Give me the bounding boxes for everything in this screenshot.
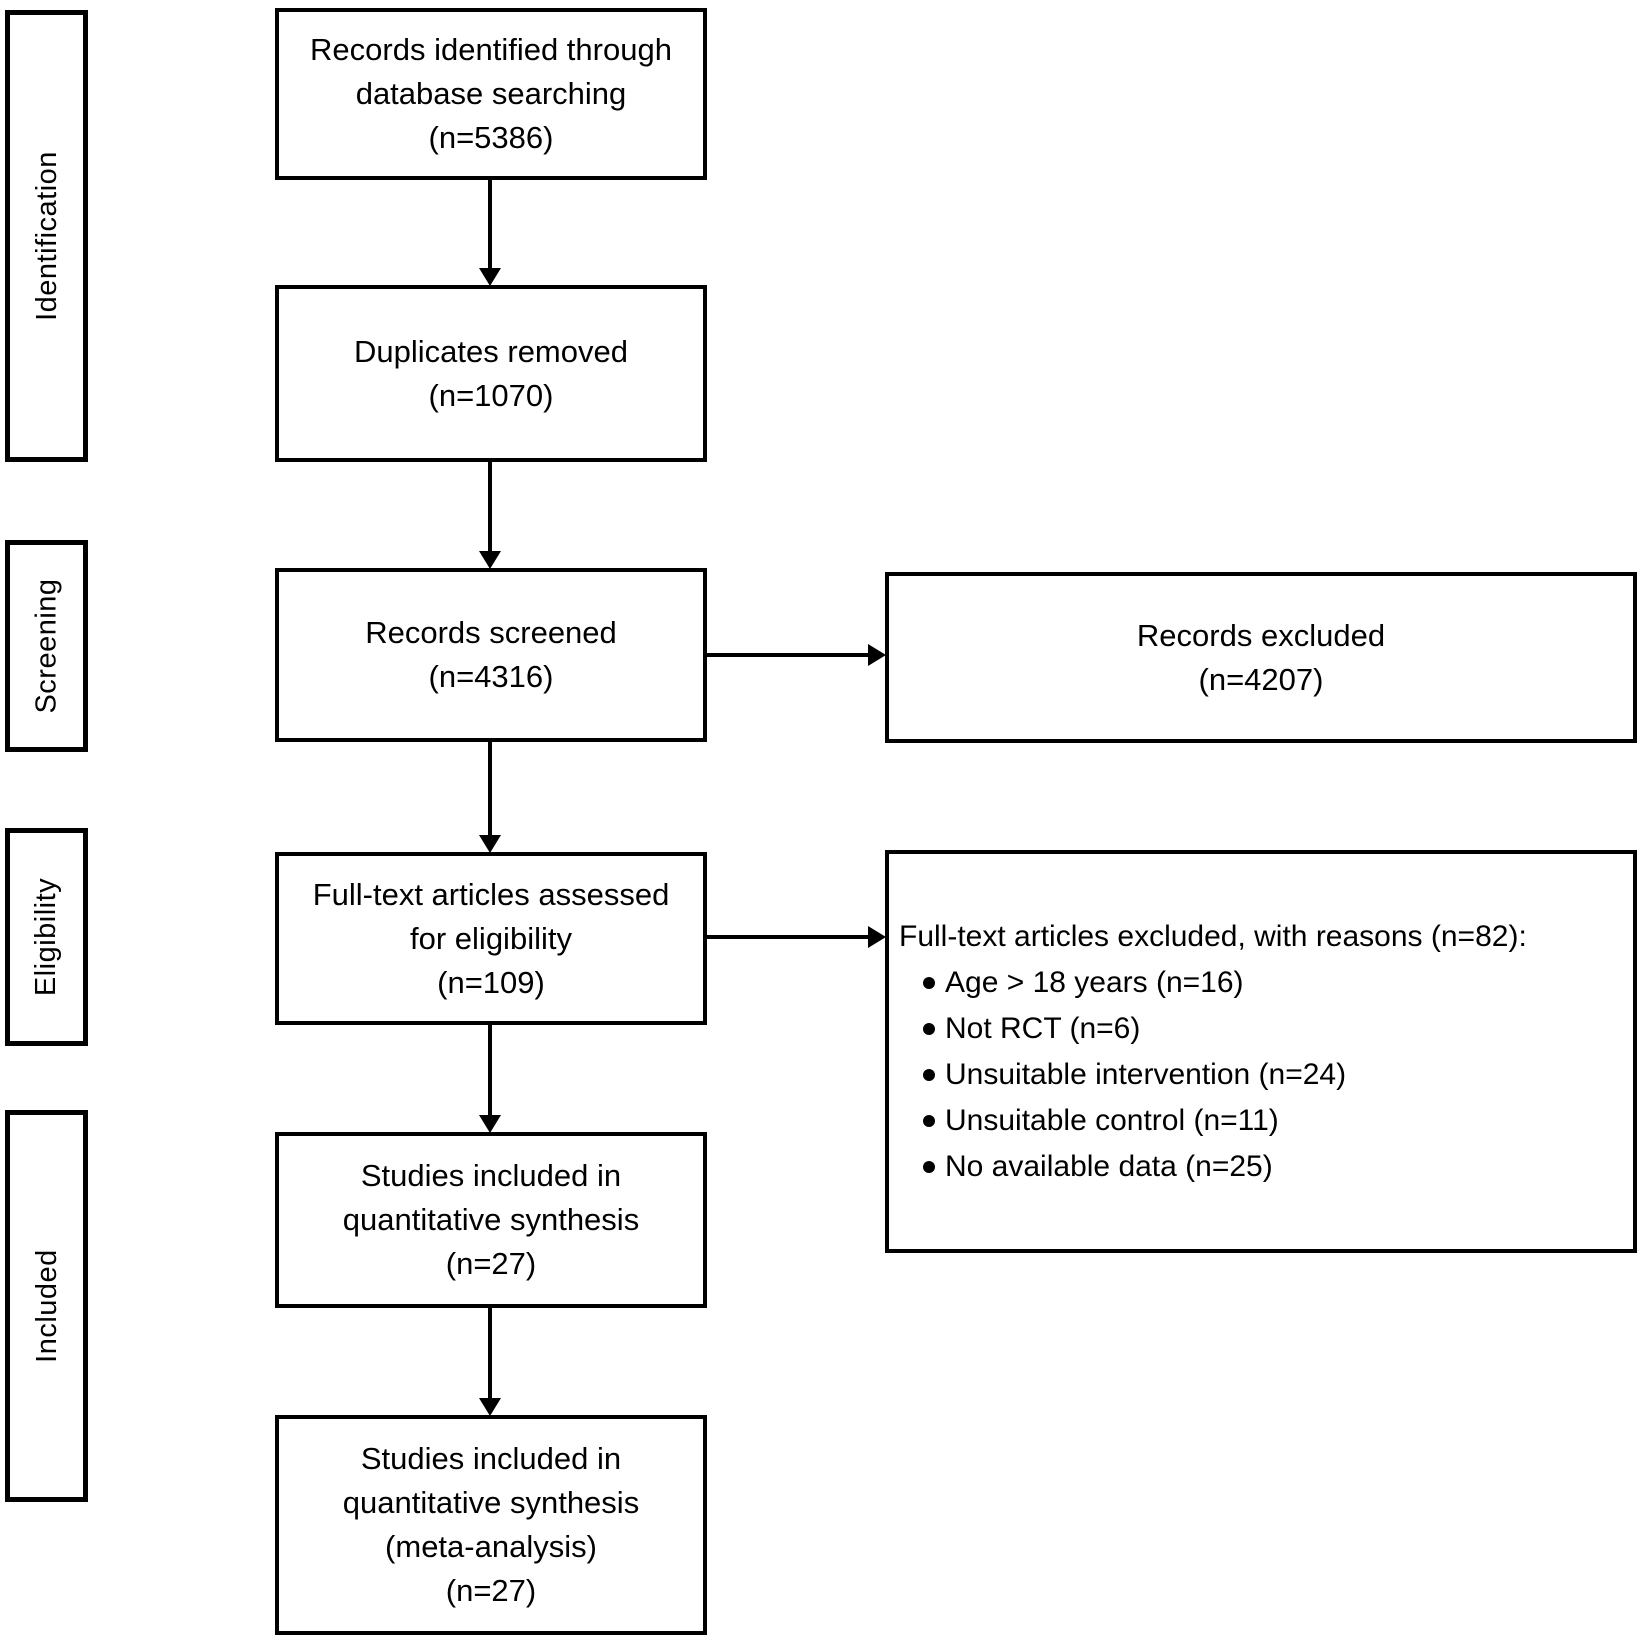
- box-studies-included-quantitative-count: (n=27): [445, 1246, 537, 1281]
- exclusion-reason: Age > 18 years (n=16): [923, 960, 1244, 1006]
- box-studies-included-quantitative-line: Studies included in: [360, 1158, 622, 1193]
- arrow-down-icon: [479, 551, 501, 569]
- exclusion-reason-text: Not RCT (n=6): [945, 1011, 1141, 1045]
- arrow-shaft: [707, 935, 869, 939]
- exclusion-reason-text: Age > 18 years (n=16): [945, 965, 1244, 999]
- arrow-down-icon: [479, 268, 501, 286]
- box-full-text-assessed-count: (n=109): [437, 964, 545, 1000]
- arrow-quantitative-to-meta: [479, 1308, 501, 1416]
- exclusion-reason: No available data (n=25): [923, 1144, 1273, 1190]
- exclusion-reason: Unsuitable control (n=11): [923, 1098, 1279, 1144]
- bullet-icon: [923, 1068, 935, 1081]
- box-full-text-assessed: Full-text articles assessed for eligibil…: [275, 852, 707, 1025]
- arrow-identified-to-duplicates: [479, 180, 501, 286]
- exclusion-reason: Unsuitable intervention (n=24): [923, 1052, 1346, 1098]
- exclusion-reason-text: Unsuitable control (n=11): [945, 1103, 1279, 1137]
- stage-identification-label: Identification: [30, 151, 63, 321]
- arrow-screened-to-excluded: [707, 644, 886, 666]
- arrow-shaft: [488, 462, 492, 552]
- box-studies-included-meta-analysis-count: (n=27): [445, 1573, 537, 1608]
- stage-eligibility-label: Eligibility: [30, 877, 63, 997]
- arrow-fulltext-to-quantitative: [479, 1025, 501, 1133]
- arrow-screened-to-fulltext: [479, 742, 501, 853]
- box-duplicates-removed: Duplicates removed (n=1070): [275, 285, 707, 462]
- box-records-screened-line: Records screened: [365, 615, 617, 650]
- box-records-identified-count: (n=5386): [428, 120, 554, 155]
- arrow-down-icon: [479, 1115, 501, 1133]
- box-records-identified: Records identified through database sear…: [275, 8, 707, 180]
- box-duplicates-removed-line: Duplicates removed: [354, 333, 628, 369]
- arrow-shaft: [707, 653, 869, 657]
- box-records-excluded-count: (n=4207): [1198, 661, 1324, 697]
- box-full-text-assessed-line: for eligibility: [410, 920, 572, 956]
- exclusion-reason-text: Unsuitable intervention (n=24): [945, 1057, 1347, 1091]
- arrow-down-icon: [479, 835, 501, 853]
- bullet-icon: [923, 1114, 935, 1127]
- bullet-icon: [923, 1022, 935, 1035]
- stage-included: Included: [5, 1110, 88, 1502]
- arrow-fulltext-to-excluded: [707, 926, 886, 948]
- box-studies-included-quantitative-line: quantitative synthesis: [342, 1202, 640, 1237]
- arrow-shaft: [488, 1025, 492, 1116]
- box-full-text-assessed-line: Full-text articles assessed: [312, 876, 670, 912]
- stage-included-label: Included: [30, 1249, 63, 1363]
- box-studies-included-meta-analysis: Studies included in quantitative synthes…: [275, 1415, 707, 1635]
- arrow-down-icon: [479, 1398, 501, 1416]
- full-text-excluded-header: Full-text articles excluded, with reason…: [899, 919, 1527, 953]
- box-records-screened: Records screened (n=4316): [275, 568, 707, 742]
- arrow-right-icon: [868, 644, 886, 666]
- arrow-right-icon: [868, 926, 886, 948]
- box-records-excluded-line: Records excluded: [1136, 617, 1386, 653]
- bullet-icon: [923, 1160, 935, 1173]
- box-records-screened-count: (n=4316): [428, 659, 554, 694]
- box-studies-included-meta-analysis-line: (meta-analysis): [385, 1529, 597, 1564]
- box-duplicates-removed-count: (n=1070): [428, 377, 554, 413]
- box-records-identified-line: Records identified through: [310, 32, 672, 67]
- exclusion-reason: Not RCT (n=6): [923, 1006, 1140, 1052]
- box-studies-included-meta-analysis-line: quantitative synthesis: [342, 1485, 640, 1520]
- box-records-excluded: Records excluded (n=4207): [885, 572, 1637, 743]
- box-studies-included-meta-analysis-line: Studies included in: [360, 1441, 622, 1476]
- stage-eligibility: Eligibility: [5, 828, 88, 1046]
- box-full-text-excluded: Full-text articles excluded, with reason…: [885, 850, 1637, 1253]
- arrow-shaft: [488, 1308, 492, 1399]
- exclusion-reason-text: No available data (n=25): [945, 1149, 1273, 1183]
- stage-screening-label: Screening: [30, 578, 63, 714]
- arrow-shaft: [488, 180, 492, 269]
- box-records-identified-line: database searching: [355, 76, 627, 111]
- arrow-shaft: [488, 742, 492, 836]
- arrow-duplicates-to-screened: [479, 462, 501, 569]
- stage-screening: Screening: [5, 540, 88, 752]
- stage-identification: Identification: [5, 10, 88, 462]
- box-studies-included-quantitative: Studies included in quantitative synthes…: [275, 1132, 707, 1308]
- bullet-icon: [923, 976, 935, 989]
